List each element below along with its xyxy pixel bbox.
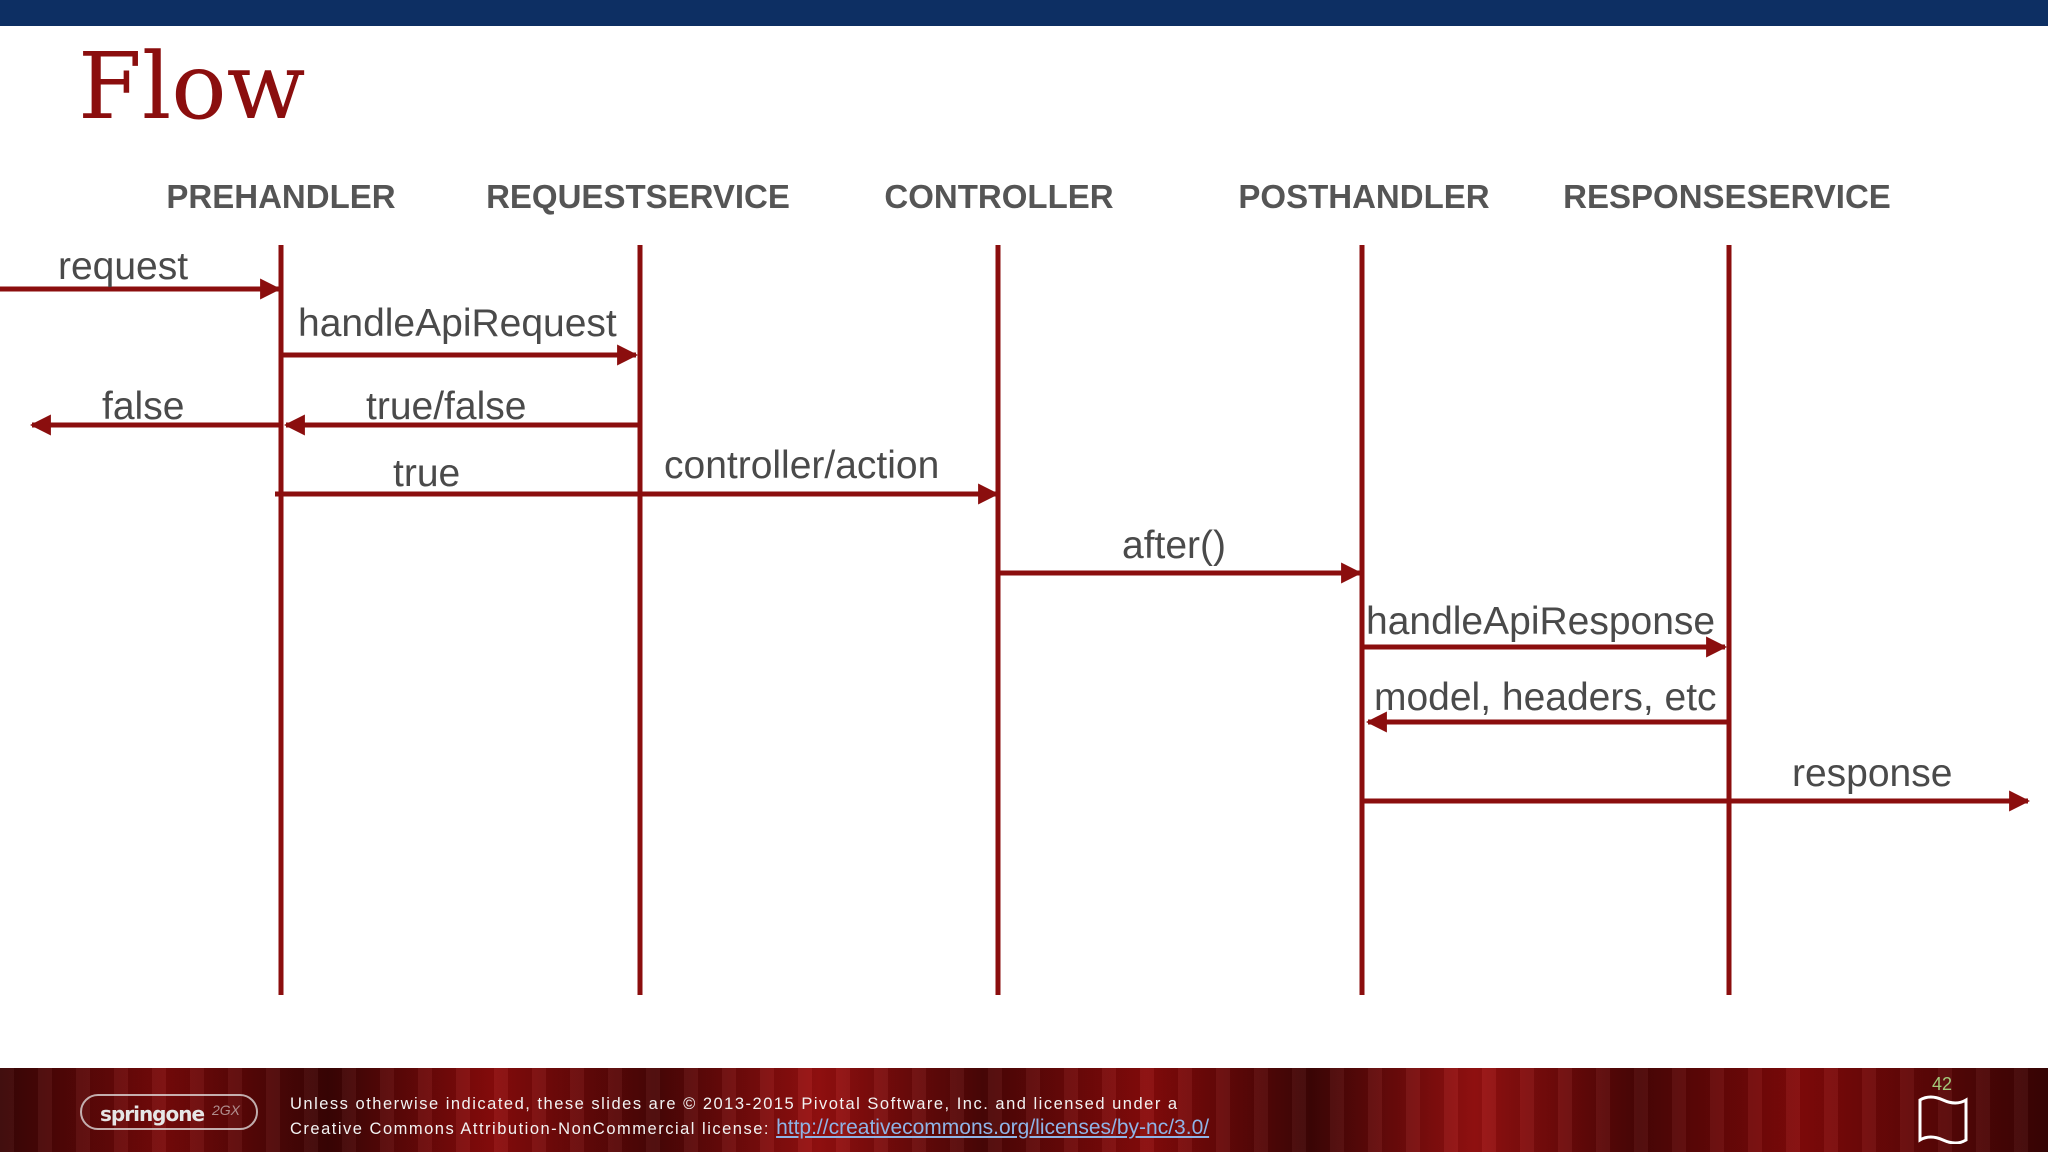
message-label-false: false xyxy=(102,385,184,428)
license-text: Unless otherwise indicated, these slides… xyxy=(290,1092,1209,1141)
message-label-true: true xyxy=(393,452,460,495)
license-line-1: Unless otherwise indicated, these slides… xyxy=(290,1095,1179,1113)
message-label-after: after() xyxy=(1122,524,1226,567)
message-label-model-headers: model, headers, etc xyxy=(1374,676,1717,719)
top-header-bar xyxy=(0,0,2048,26)
lifeline-header-posthandler: POSTHANDLER xyxy=(1238,178,1489,215)
springone-logo: springone xyxy=(80,1094,258,1130)
lifeline-header-responseservice: RESPONSESERVICE xyxy=(1563,178,1891,215)
sequence-diagram: PREHANDLER REQUESTSERVICE CONTROLLER POS… xyxy=(0,178,2031,995)
license-line-2-text: Creative Commons Attribution-NonCommerci… xyxy=(290,1120,777,1138)
message-label-request: request xyxy=(58,245,188,288)
footer: springone 2GX Unless otherwise indicated… xyxy=(0,1068,2048,1152)
message-label-handle-api-response: handleApiResponse xyxy=(1366,600,1715,643)
slide-title: Flow xyxy=(78,33,306,140)
license-link[interactable]: http://creativecommons.org/licenses/by-n… xyxy=(776,1116,1210,1139)
lifeline-header-requestservice: REQUESTSERVICE xyxy=(486,178,790,215)
message-label-response: response xyxy=(1792,752,1952,795)
footer-texture xyxy=(0,1068,2048,1152)
book-icon xyxy=(1918,1095,1968,1144)
logo-text: springone xyxy=(100,1102,205,1126)
lifeline-header-prehandler: PREHANDLER xyxy=(166,178,395,215)
slide-number: 42 xyxy=(1932,1074,1953,1094)
message-label-controller-action: controller/action xyxy=(664,444,939,487)
lifeline-header-controller: CONTROLLER xyxy=(884,178,1113,215)
logo-sub-mark: 2GX xyxy=(212,1102,241,1118)
message-label-true-false: true/false xyxy=(366,385,526,428)
message-label-handle-api-request: handleApiRequest xyxy=(298,302,617,345)
license-line-2: Creative Commons Attribution-NonCommerci… xyxy=(290,1116,1209,1141)
